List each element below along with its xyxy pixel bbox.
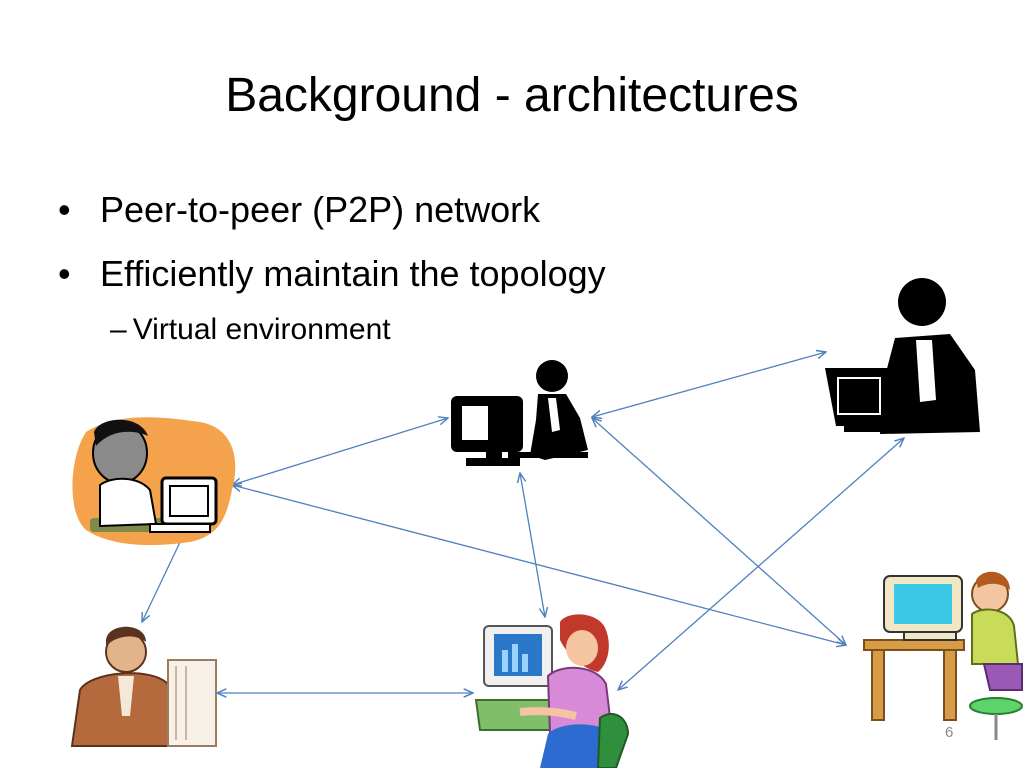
bullet-item: • Efficiently maintain the topology bbox=[58, 252, 606, 296]
edge-woman-man bbox=[592, 352, 826, 417]
sub-bullet-dash: – bbox=[110, 313, 127, 346]
man-at-computer-icon bbox=[825, 278, 980, 434]
bullet-dot-icon: • bbox=[58, 189, 71, 230]
sub-bullet-text: Virtual environment bbox=[132, 313, 391, 346]
bullet-text: Efficiently maintain the topology bbox=[100, 253, 606, 294]
girl-at-computer-icon bbox=[474, 614, 630, 768]
page-number: 6 bbox=[945, 724, 954, 741]
edge-woman-child bbox=[592, 418, 846, 645]
bullet-dot-icon: • bbox=[58, 253, 71, 294]
edge-woman-girl bbox=[520, 473, 545, 617]
child-at-computer-icon bbox=[863, 571, 1023, 740]
edge-boy-woman bbox=[232, 418, 448, 485]
bullet-text: Peer-to-peer (P2P) network bbox=[100, 189, 541, 230]
sub-bullet-item: –Virtual environment bbox=[110, 312, 606, 348]
woman-at-computer-icon bbox=[451, 360, 588, 466]
boy-at-computer-icon bbox=[72, 417, 236, 546]
slide-title: Background - architectures bbox=[225, 69, 799, 122]
edge-boy-child bbox=[232, 485, 846, 645]
bullet-item: • Peer-to-peer (P2P) network bbox=[58, 188, 606, 232]
bullet-list: • Peer-to-peer (P2P) network • Efficient… bbox=[58, 188, 606, 348]
edge-girl-man bbox=[618, 438, 904, 690]
businessman-at-computer-icon bbox=[70, 626, 217, 747]
network-edges bbox=[142, 352, 904, 693]
